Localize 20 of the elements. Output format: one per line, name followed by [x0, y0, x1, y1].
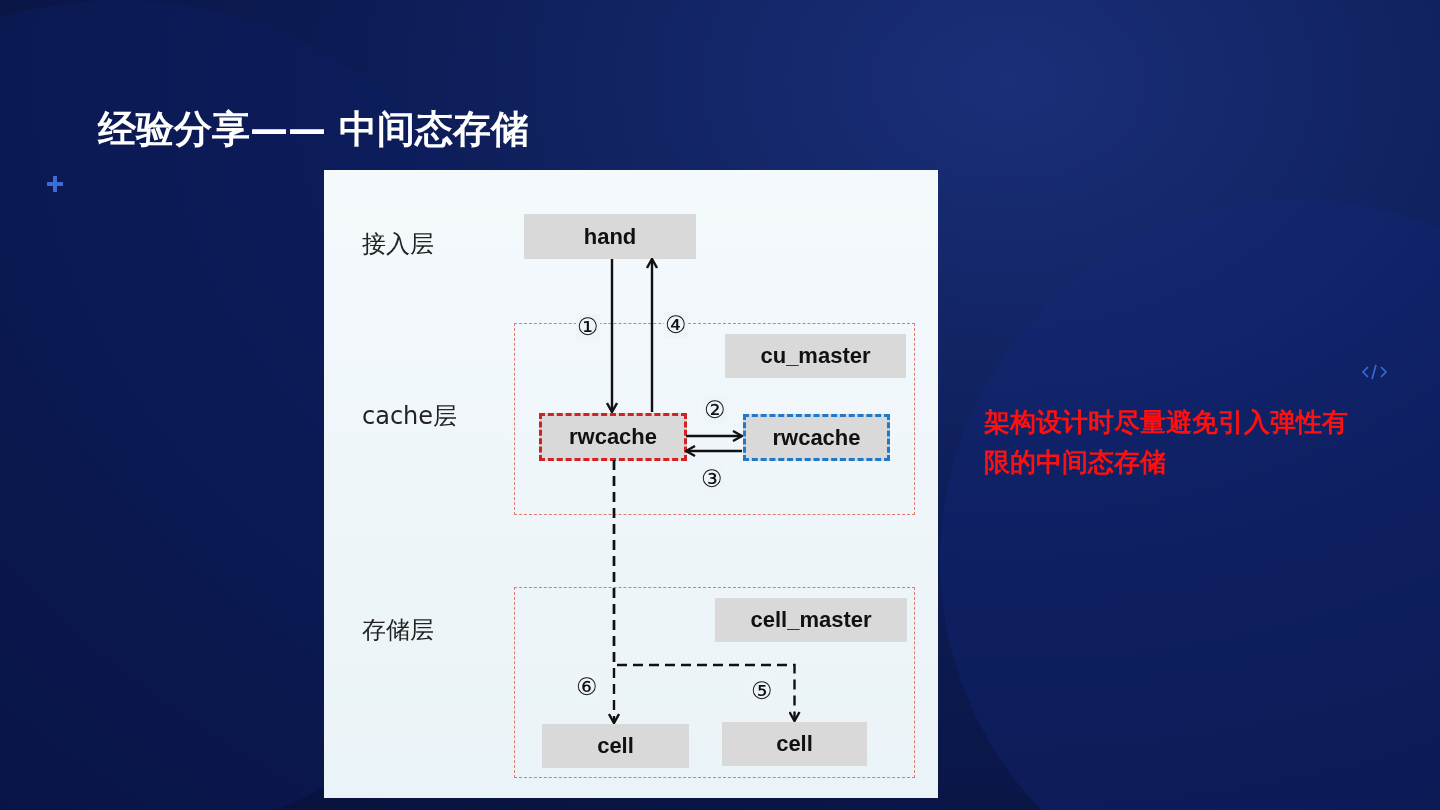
edge-label: ④: [664, 312, 688, 338]
arrow: [605, 259, 619, 414]
slide-title: 经验分享—— 中间态存储: [98, 106, 530, 153]
arrow: [684, 444, 742, 458]
process-box: hand: [524, 214, 696, 259]
process-box: rwcache: [539, 413, 687, 461]
layer-label: 存储层: [362, 615, 434, 646]
process-box: cu_master: [725, 334, 906, 378]
arrow: [645, 257, 659, 412]
process-box: cell: [722, 722, 867, 766]
layer-group-frame: [514, 587, 915, 778]
process-box: cell: [542, 724, 689, 768]
layer-label: 接入层: [362, 229, 434, 260]
arrow: [686, 429, 744, 443]
note-text: 架构设计时尽量避免引入弹性有限的中间态存储: [984, 406, 1349, 479]
layer-label: cache层: [362, 401, 458, 432]
process-box: cell_master: [715, 598, 907, 642]
process-box: rwcache: [743, 414, 890, 461]
edge-label: ①: [576, 314, 600, 340]
arrow: [612, 460, 801, 723]
